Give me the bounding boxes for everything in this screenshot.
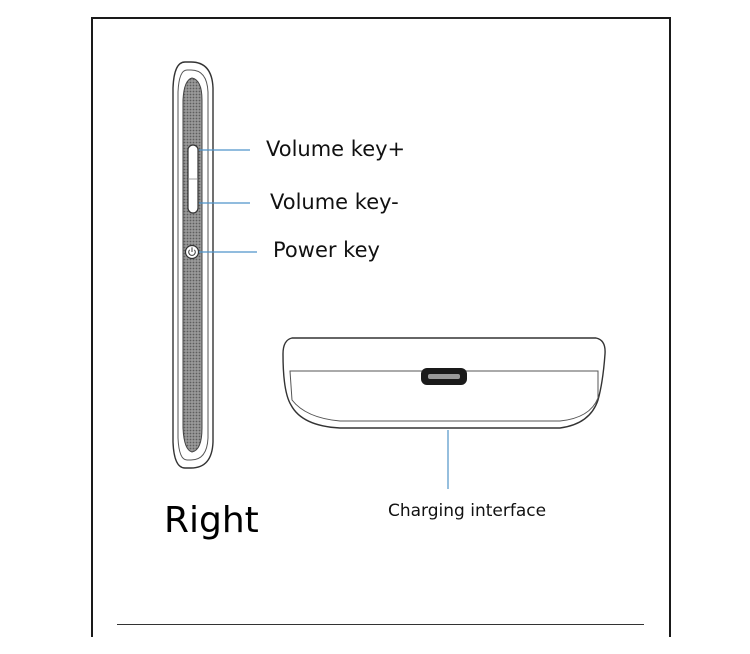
phone-side-view (172, 61, 214, 469)
view-title: Right (164, 500, 259, 541)
volume-key-plus-label: Volume key+ (266, 137, 406, 161)
charging-interface-label: Charging interface (388, 501, 547, 521)
speaker-grille (182, 77, 203, 453)
power-icon (184, 244, 200, 260)
bottom-rule (117, 624, 644, 625)
phone-side-inner-outline (177, 69, 209, 461)
power-key-label: Power key (273, 238, 380, 262)
phone-bottom-view (282, 337, 606, 429)
phone-bottom-edge (289, 370, 599, 422)
volume-key-minus-label: Volume key- (270, 190, 399, 214)
usb-port-tongue (428, 374, 460, 379)
figure-frame (91, 17, 671, 637)
